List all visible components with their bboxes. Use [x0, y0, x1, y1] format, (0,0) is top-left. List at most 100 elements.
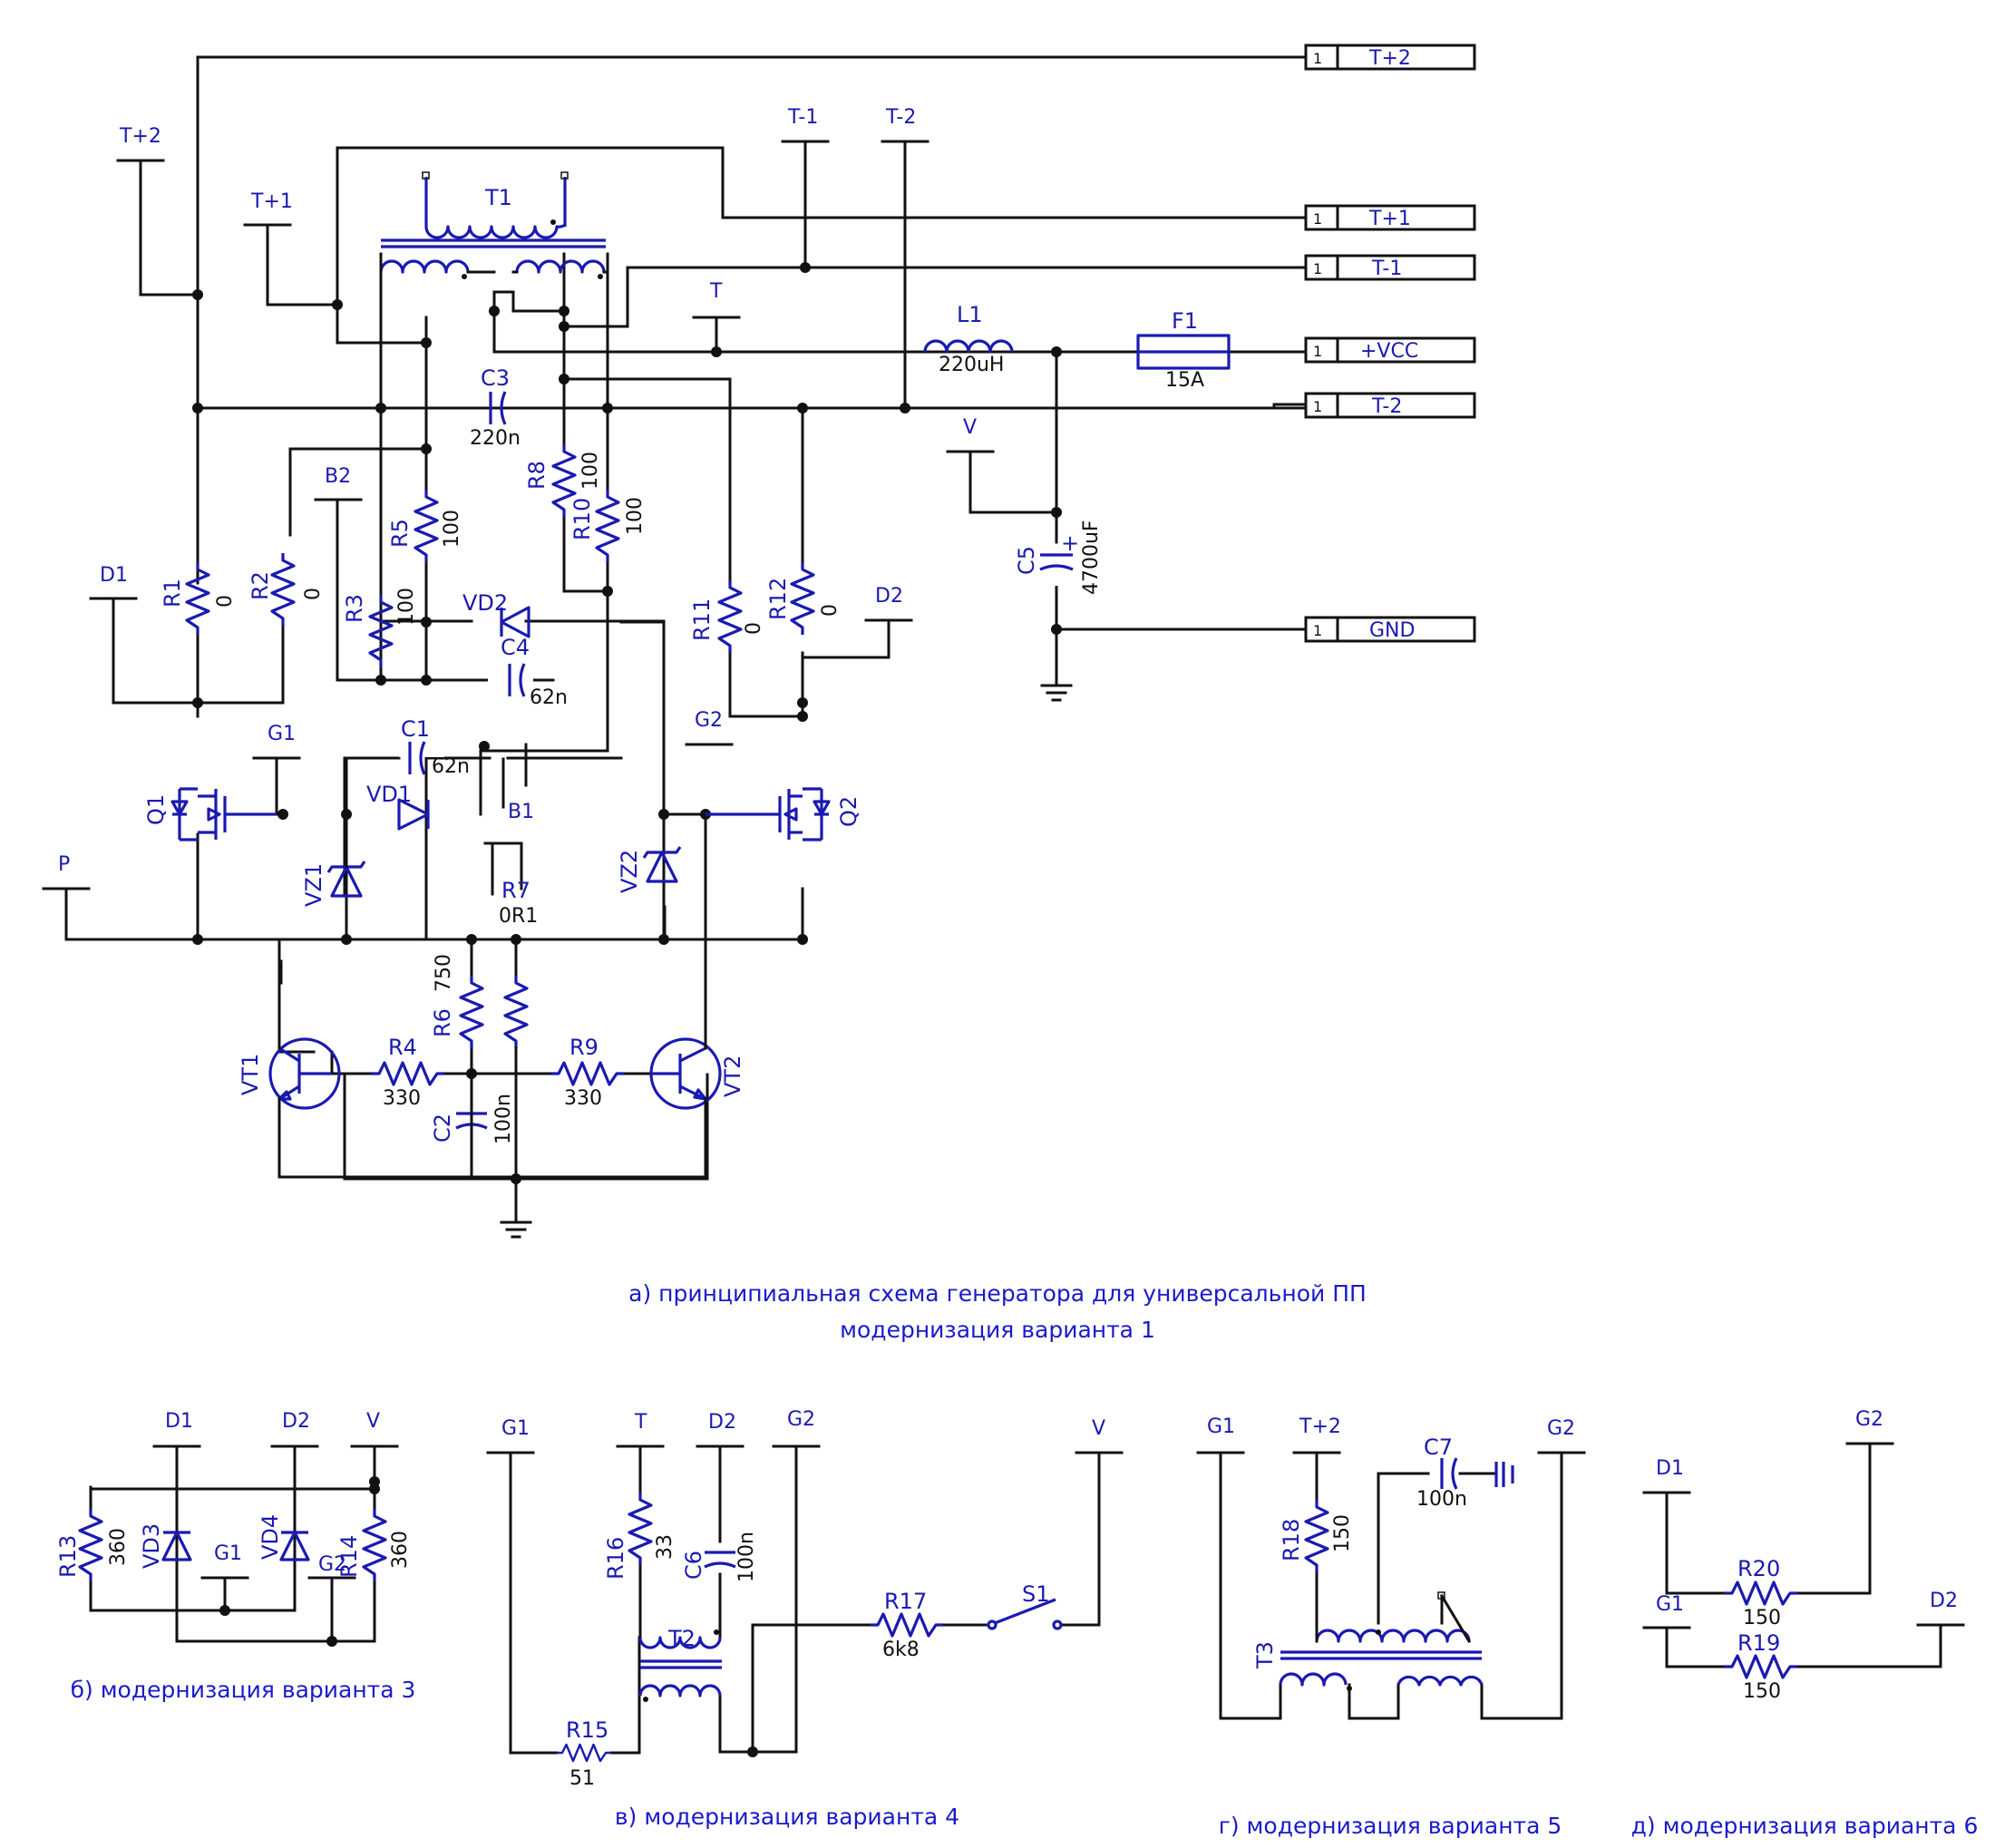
- caption-main-line1: а) принципиальная схема генератора для у…: [628, 1280, 1367, 1307]
- resistor-r12: R12 0: [765, 560, 842, 637]
- caption-main-line2: модернизация варианта 1: [840, 1317, 1155, 1343]
- component-label: R7: [501, 878, 530, 903]
- net-label: D1: [165, 1410, 193, 1433]
- net-label: T-2: [885, 106, 916, 129]
- component-value: 4700uF: [1080, 520, 1103, 595]
- component-label: R6: [430, 1008, 455, 1037]
- variant-v: G1 T D2 G2 V R16 33 C6 100n T2 R17 6k8 S…: [486, 1408, 1124, 1830]
- component-label: C6: [681, 1551, 706, 1580]
- net-port-t-minus-2: T-2: [881, 106, 929, 143]
- component-value: 51: [569, 1767, 595, 1790]
- component-value: 100n: [735, 1532, 758, 1582]
- component-label: C2: [430, 1114, 455, 1143]
- resistor-r1: R1 0: [160, 560, 237, 637]
- component-label: R14: [336, 1535, 362, 1578]
- connector-label: T-1: [1371, 258, 1402, 280]
- caption-variant-d: д) модернизация варианта 6: [1631, 1813, 1979, 1839]
- component-label: S1: [1022, 1581, 1050, 1607]
- component-label: VZ1: [301, 863, 326, 907]
- transistor-vt1: VT1: [238, 938, 341, 1179]
- component-value: 6k8: [882, 1639, 920, 1661]
- inductor-l1: L1 220uH: [923, 302, 1014, 376]
- net-label: G2: [695, 709, 723, 732]
- connector-gnd: 1 GND: [1304, 616, 1476, 643]
- connector-pin: 1: [1313, 260, 1322, 277]
- connector-t-plus-1: 1 T+1: [1304, 204, 1476, 231]
- net-label: D2: [1930, 1590, 1958, 1612]
- component-label: R5: [387, 519, 413, 548]
- fuse-f1: F1 15A: [1136, 308, 1231, 392]
- net-port-v: V: [946, 416, 995, 453]
- resistor-r3: R3 100: [342, 588, 418, 669]
- net-port-g2: G2: [685, 709, 734, 746]
- resistor-r10: R10 100: [569, 488, 647, 564]
- component-label: R16: [603, 1537, 628, 1580]
- net-label: D1: [1656, 1457, 1684, 1480]
- net-label: G1: [1656, 1593, 1684, 1616]
- net-label: T+2: [119, 125, 161, 148]
- net-port-t: T: [692, 280, 741, 354]
- component-label: VD2: [462, 590, 508, 616]
- component-label: R3: [342, 594, 367, 623]
- connector-pin: 1: [1313, 343, 1322, 360]
- transistor-vt2: VT2: [649, 938, 745, 1179]
- net-port-t-minus-1: T-1: [781, 106, 830, 143]
- variant-b: D1 D2 V G1 G2 R13 360 VD3 VD4 R14 360 б)…: [55, 1410, 415, 1703]
- net-label: G1: [268, 723, 296, 745]
- capacitor-c5: + C5 4700uF: [1014, 520, 1103, 595]
- component-label: R17: [884, 1589, 927, 1614]
- net-label: V: [366, 1410, 380, 1433]
- component-label: R13: [55, 1535, 81, 1578]
- component-label: VT2: [720, 1055, 745, 1097]
- component-value: 0: [743, 622, 765, 635]
- connector-t-minus-2: 1 T-2: [1304, 392, 1476, 419]
- component-value: 750: [433, 954, 455, 992]
- capacitor-c4: C4 62n: [488, 635, 568, 709]
- net-label: V: [963, 416, 977, 439]
- component-label: T2: [667, 1626, 696, 1651]
- component-label: Q1: [143, 794, 169, 825]
- net-label: T+2: [1299, 1415, 1341, 1438]
- connector-label: +VCC: [1360, 340, 1418, 363]
- diode-vd2: VD2: [462, 590, 530, 638]
- component-value: 100: [624, 497, 647, 535]
- component-label: C3: [481, 365, 510, 391]
- net-port-t-plus-2: T+2: [116, 125, 165, 297]
- component-label: C4: [501, 635, 530, 660]
- component-value: 0R1: [499, 905, 538, 928]
- component-value: 0: [819, 604, 842, 617]
- caption-variant-b: б) модернизация варианта 3: [71, 1677, 416, 1703]
- net-port-d1: D1: [89, 564, 138, 600]
- component-label: L1: [957, 302, 983, 327]
- net-port-b1: B1: [483, 801, 534, 890]
- component-value: 100: [579, 452, 602, 490]
- component-label: R18: [1279, 1519, 1304, 1561]
- connector-pin: 1: [1313, 398, 1322, 415]
- connector-vcc: 1 +VCC: [1304, 336, 1476, 364]
- net-label: P: [58, 853, 70, 876]
- component-value: 150: [1331, 1514, 1354, 1552]
- component-label: C1: [401, 716, 430, 742]
- component-value: 15A: [1165, 369, 1204, 392]
- component-value: 360: [389, 1531, 412, 1569]
- component-value: 360: [107, 1528, 130, 1566]
- component-label: Q2: [836, 796, 861, 827]
- component-value: 150: [1743, 1607, 1781, 1629]
- component-value: 0: [302, 588, 325, 600]
- main-wires: [64, 55, 1308, 1195]
- resistor-r4: R4 330: [370, 1035, 446, 1110]
- bjt-wires: [277, 1046, 707, 1239]
- ground-c5: [1040, 676, 1073, 702]
- net-label: G1: [501, 1417, 530, 1440]
- component-label: R10: [569, 498, 595, 540]
- net-label: G1: [214, 1542, 242, 1565]
- net-label: T-1: [787, 106, 818, 129]
- connector-t-minus-1: 1 T-1: [1304, 254, 1476, 281]
- resistor-r8: R8 100: [524, 443, 602, 519]
- net-label: D1: [100, 564, 128, 587]
- diode-vd1: VD1: [366, 782, 430, 831]
- component-value: 62n: [432, 755, 470, 778]
- net-port-g1: G1: [252, 723, 301, 816]
- net-label: T: [634, 1411, 647, 1434]
- component-label: R19: [1737, 1630, 1780, 1656]
